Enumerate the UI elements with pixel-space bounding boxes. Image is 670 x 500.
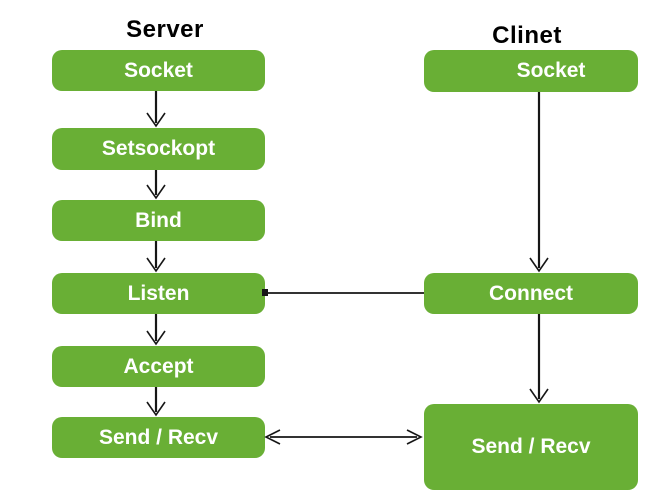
server-box-accept: Accept: [52, 346, 265, 387]
server-box-setsockopt: Setsockopt: [52, 128, 265, 170]
client-box-send-recv: Send / Recv: [424, 404, 638, 490]
arrow-server-socket-to-setsockopt: [146, 91, 166, 128]
server-box-bind: Bind: [52, 200, 265, 241]
arrow-server-listen-to-accept: [146, 314, 166, 346]
client-box-connect: Connect: [424, 273, 638, 314]
client-column-title: Clinet: [492, 22, 562, 49]
client-box-socket: Socket: [424, 50, 638, 92]
arrow-server-accept-to-send-recv: [146, 387, 166, 417]
line-server-listen-to-client-connect: [262, 289, 424, 296]
server-column-title: Server: [126, 16, 204, 43]
arrow-server-setsockopt-to-bind: [146, 170, 166, 200]
server-box-send-recv: Send / Recv: [52, 417, 265, 458]
arrow-client-socket-to-connect: [529, 92, 549, 273]
arrow-client-connect-to-send-recv: [529, 314, 549, 404]
arrow-server-bind-to-listen: [146, 241, 166, 273]
server-box-socket: Socket: [52, 50, 265, 91]
double-arrow-send-recv: [264, 429, 423, 445]
server-box-listen: Listen: [52, 273, 265, 314]
